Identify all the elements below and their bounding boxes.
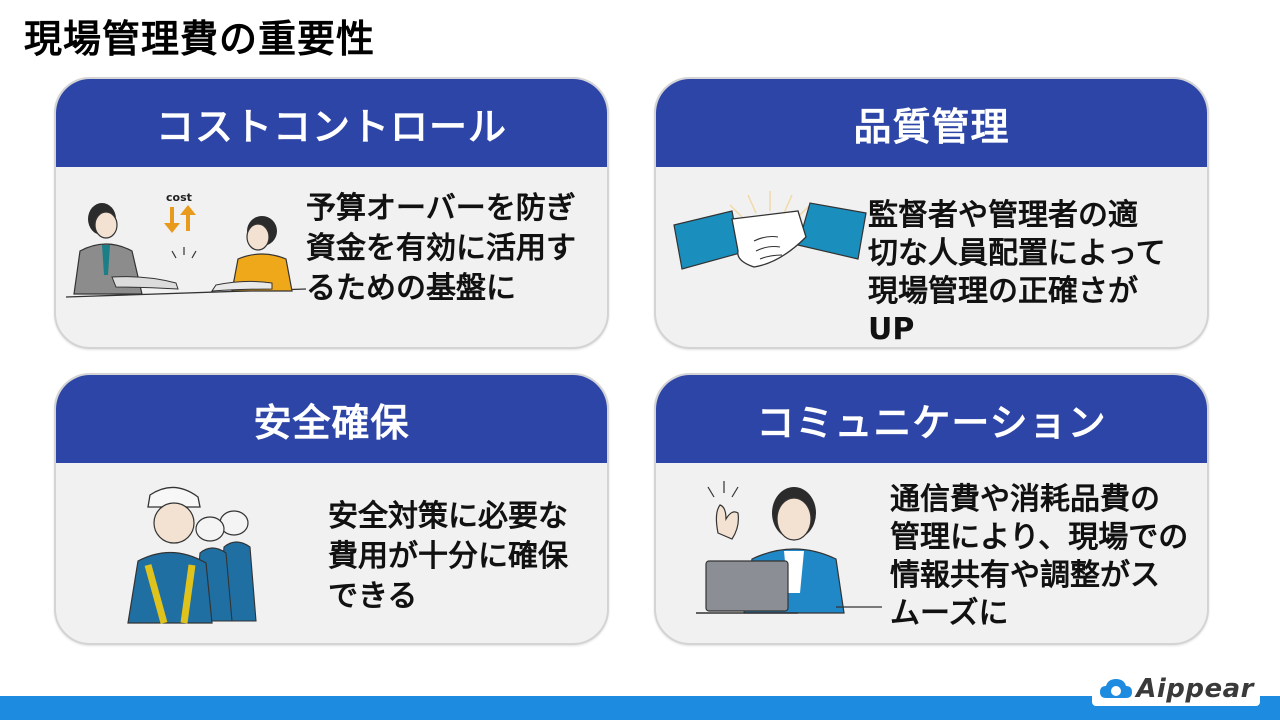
- card-text-line: 通信費や消耗品費の: [890, 482, 1160, 517]
- card-text-line: 監督者や管理者の適: [868, 198, 1138, 233]
- card-text-line: 切な人員配置によって: [868, 236, 1166, 271]
- cloud-logo-icon: [1100, 679, 1133, 698]
- card-text-line: 資金を有効に活用す: [306, 231, 576, 266]
- card-text-line: 費用が十分に確保: [328, 539, 568, 574]
- card-text-line: 安全対策に必要な: [328, 499, 568, 534]
- card-heading: 品質管理: [656, 79, 1207, 167]
- page-title: 現場管理費の重要性: [24, 17, 376, 61]
- card-text-line: ムーズに: [890, 596, 1009, 631]
- footer-bar: [0, 696, 1280, 720]
- workers-illustration: [127, 486, 257, 624]
- card-heading: 安全確保: [56, 375, 607, 463]
- card-text-line: るための基盤に: [306, 271, 516, 306]
- spark-icon: [171, 247, 197, 259]
- card-communication: コミュニケーション 通信費や消耗品費の 管理により、現場での 情報共有や調整がス…: [654, 373, 1209, 645]
- card-heading: コストコントロール: [56, 79, 607, 167]
- card-quality-control: 品質管理 監督者や管理者の適 切な人員配置によって 現場管理の正確さが UP: [654, 77, 1209, 349]
- card-text: 安全対策に必要な 費用が十分に確保 できる: [328, 497, 568, 617]
- card-heading: コミュニケーション: [656, 375, 1207, 463]
- card-text-line: 予算オーバーを防ぎ: [306, 191, 576, 226]
- arrows-icon: [164, 205, 196, 233]
- card-text: 監督者や管理者の適 切な人員配置によって 現場管理の正確さが UP: [868, 197, 1166, 347]
- card-safety: 安全確保 安全対策に必要な 費用が十分に確保 できる: [54, 373, 609, 645]
- card-text-line: 管理により、現場での: [890, 520, 1189, 555]
- brand-logo: Aippear: [1092, 672, 1260, 706]
- meeting-illustration: cost: [66, 191, 306, 298]
- card-text-line: 情報共有や調整がス: [890, 558, 1160, 593]
- card-text-line: できる: [328, 579, 418, 614]
- card-text-line: UP: [868, 312, 915, 347]
- operator-illustration: [696, 481, 882, 614]
- handshake-illustration: [673, 191, 867, 270]
- cost-label: cost: [166, 191, 192, 204]
- card-text: 予算オーバーを防ぎ 資金を有効に活用す るための基盤に: [306, 189, 576, 309]
- card-cost-control: コストコントロール cost: [54, 77, 609, 349]
- logo-text: Aippear: [1136, 674, 1254, 704]
- card-text: 通信費や消耗品費の 管理により、現場での 情報共有や調整がス ムーズに: [890, 481, 1188, 633]
- card-text-line: 現場管理の正確さが: [868, 274, 1138, 309]
